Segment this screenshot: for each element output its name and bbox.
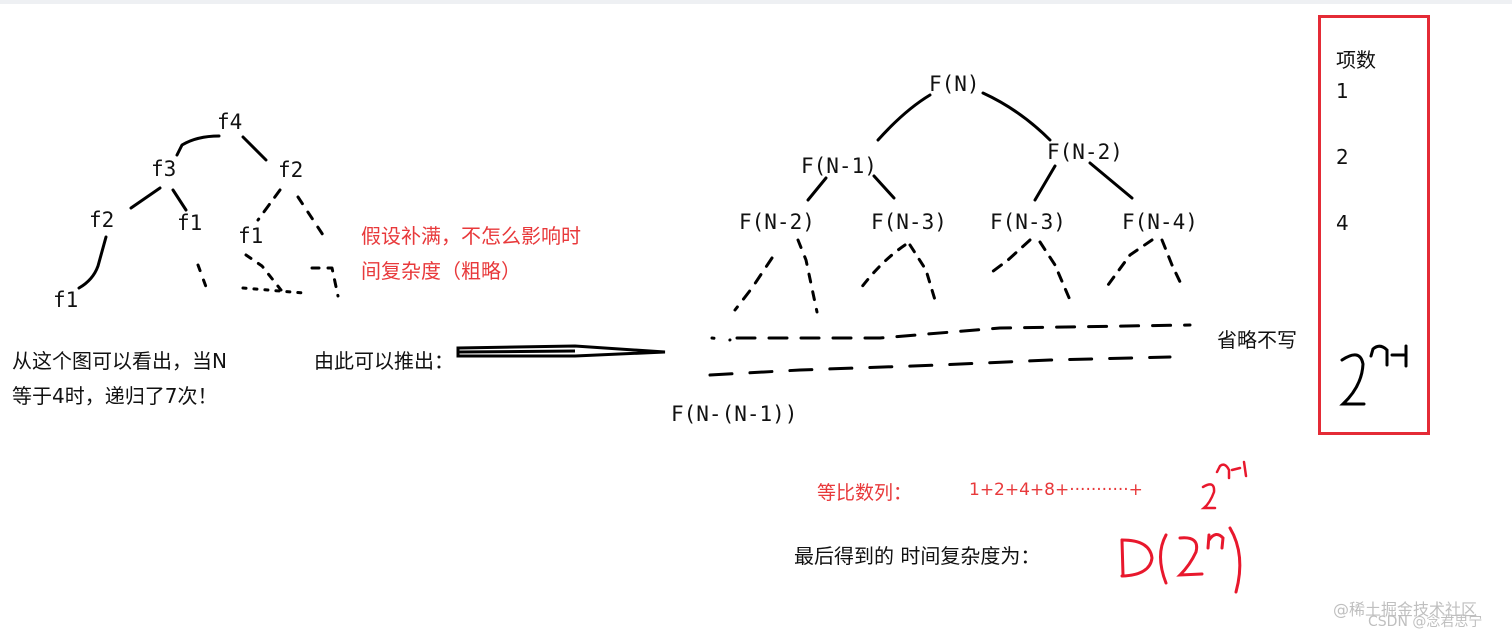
fill-dash bbox=[296, 195, 327, 240]
edge-r1-rl bbox=[1033, 164, 1057, 202]
edge-f3-f2 bbox=[129, 186, 162, 210]
count-value-2: 2 bbox=[1336, 145, 1349, 169]
fill-dash bbox=[733, 256, 774, 312]
fill-dash bbox=[310, 266, 340, 298]
omitted-note: 省略不写 bbox=[1217, 328, 1297, 352]
count-header: 项数 bbox=[1336, 48, 1376, 72]
fill-dash bbox=[1106, 238, 1154, 287]
node-level1-left: F(N-1) bbox=[801, 154, 877, 178]
node-f1: f1 bbox=[177, 211, 203, 235]
watermark-juejin: @稀土掘金技术社区 bbox=[1333, 600, 1478, 619]
node-bottom: F(N-(N-1)) bbox=[671, 402, 798, 426]
edge-r1-rr bbox=[1088, 161, 1134, 200]
fill-dash bbox=[986, 238, 1032, 277]
edge-l1-ll bbox=[806, 176, 828, 202]
edge-root-right bbox=[981, 91, 1052, 142]
fill-dash bbox=[908, 243, 937, 302]
fill-dash bbox=[244, 253, 283, 292]
node-f2: f2 bbox=[89, 208, 115, 232]
edge-f4-f2 bbox=[241, 135, 268, 162]
geometric-label: 等比数列： bbox=[817, 482, 913, 504]
final-label: 最后得到的 时间复杂度为： bbox=[794, 544, 1041, 568]
fill-dash bbox=[196, 263, 211, 297]
fill-dash bbox=[1038, 240, 1072, 302]
series-superscript bbox=[1200, 460, 1248, 510]
caption-line1: 从这个图可以看出，当N bbox=[12, 349, 227, 373]
caption-line2: 等于4时，递归了7次！ bbox=[12, 384, 218, 408]
node-f1: f1 bbox=[238, 224, 264, 248]
count-value-3: 4 bbox=[1336, 211, 1349, 235]
node-f1: f1 bbox=[53, 288, 79, 312]
edge-l1-lr bbox=[872, 174, 896, 200]
handwritten-answer bbox=[1120, 526, 1242, 594]
series-text: 1+2+4+8+···········+ bbox=[969, 480, 1143, 500]
fill-assumption-line1: 假设补满，不怎么影响时 bbox=[361, 224, 581, 248]
handwritten-2-power bbox=[1339, 344, 1408, 406]
arrow bbox=[456, 344, 666, 358]
edge-f2-f1 bbox=[77, 235, 108, 290]
node-f3: f3 bbox=[151, 157, 177, 181]
count-box bbox=[1318, 15, 1430, 435]
level-dash bbox=[735, 323, 1192, 340]
node-level1-right: F(N-2) bbox=[1047, 140, 1123, 164]
fill-dash bbox=[241, 286, 306, 295]
edge-f3-f1 bbox=[171, 188, 188, 212]
fill-dash bbox=[1160, 238, 1184, 288]
node-f4: f4 bbox=[217, 110, 243, 134]
node-level2-1: F(N-3) bbox=[871, 210, 947, 234]
fill-dash bbox=[856, 243, 907, 294]
node-level2-3: F(N-4) bbox=[1122, 210, 1198, 234]
fill-assumption-line2: 间复杂度（粗略） bbox=[361, 259, 521, 283]
level-dash bbox=[710, 336, 732, 342]
count-value-1: 1 bbox=[1336, 79, 1349, 103]
derive-text: 由此可以推出： bbox=[314, 349, 454, 373]
fill-dash bbox=[796, 238, 819, 314]
level-dash bbox=[708, 355, 1172, 377]
node-root: F(N) bbox=[929, 72, 980, 96]
node-level2-2: F(N-3) bbox=[990, 210, 1066, 234]
edge-f4-f3 bbox=[175, 134, 221, 157]
watermark-csdn: CSDN @念君思宁 bbox=[1368, 614, 1483, 630]
node-level2-0: F(N-2) bbox=[739, 210, 815, 234]
edge-root-left bbox=[876, 93, 932, 142]
fill-dash bbox=[256, 188, 282, 222]
node-f2: f2 bbox=[278, 158, 304, 182]
top-bar bbox=[0, 0, 1512, 4]
